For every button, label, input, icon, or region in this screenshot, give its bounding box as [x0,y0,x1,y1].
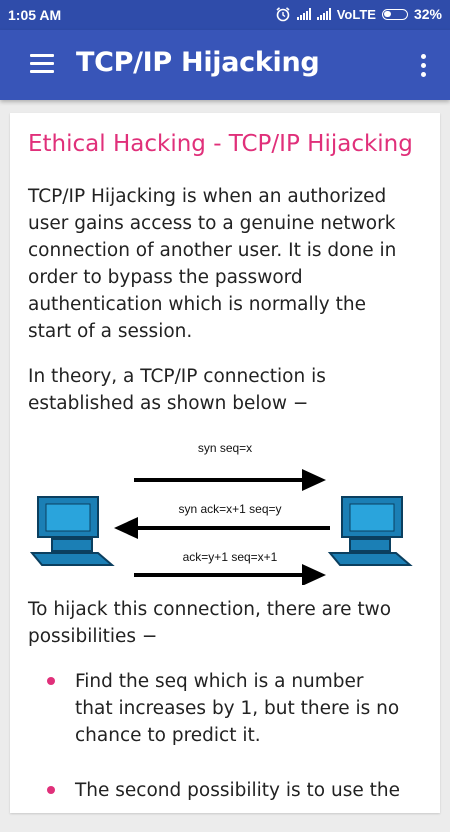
status-bar: 1:05 AM VoLTE 32% [0,0,450,30]
article-paragraph: In theory, a TCP/IP connection is establ… [28,366,326,414]
network-type: VoLTE [336,6,376,22]
arrow-label: syn seq=x [198,441,252,455]
signal-icon [296,8,311,20]
arrow-left-icon [114,517,138,539]
status-icons: VoLTE 32% [275,6,442,22]
app-bar: TCP/IP Hijacking [0,30,450,100]
hamburger-menu-icon[interactable] [30,54,56,76]
battery-level: 32% [413,6,442,22]
list-item-text: The second possibility is to use the [75,780,400,801]
arrow-label: syn ack=x+1 seq=y [178,502,281,516]
list-item: Find the seq which is a number that incr… [10,668,405,749]
status-time: 1:05 AM [8,7,62,23]
article-title: Ethical Hacking - TCP/IP Hijacking [28,131,413,157]
right-computer-icon [327,496,413,566]
left-computer-icon [30,496,115,566]
arrow-right-icon [302,564,326,585]
battery-icon [381,8,408,20]
article-paragraph: TCP/IP Hijacking is when an authorized u… [28,186,397,342]
list-item: The second possibility is to use the [10,777,405,804]
signal-icon [316,8,331,20]
more-vert-icon[interactable] [418,52,428,80]
article-paragraph: To hijack this connection, there are two… [28,599,392,647]
alarm-icon [276,7,290,22]
bullet-dot-icon [47,786,55,794]
page-title: TCP/IP Hijacking [76,47,320,78]
arrow-right-icon [302,469,326,491]
arrow-label: ack=y+1 seq=x+1 [183,550,278,564]
article-card: Ethical Hacking - TCP/IP Hijacking TCP/I… [10,113,440,813]
bullet-list: Find the seq which is a number that incr… [10,668,440,832]
tcp-handshake-diagram: syn seq=x syn ack=x+1 seq=y ack=y+1 seq=… [30,441,413,585]
list-item-text: Find the seq which is a number that incr… [75,671,400,746]
bullet-dot-icon [47,677,55,685]
